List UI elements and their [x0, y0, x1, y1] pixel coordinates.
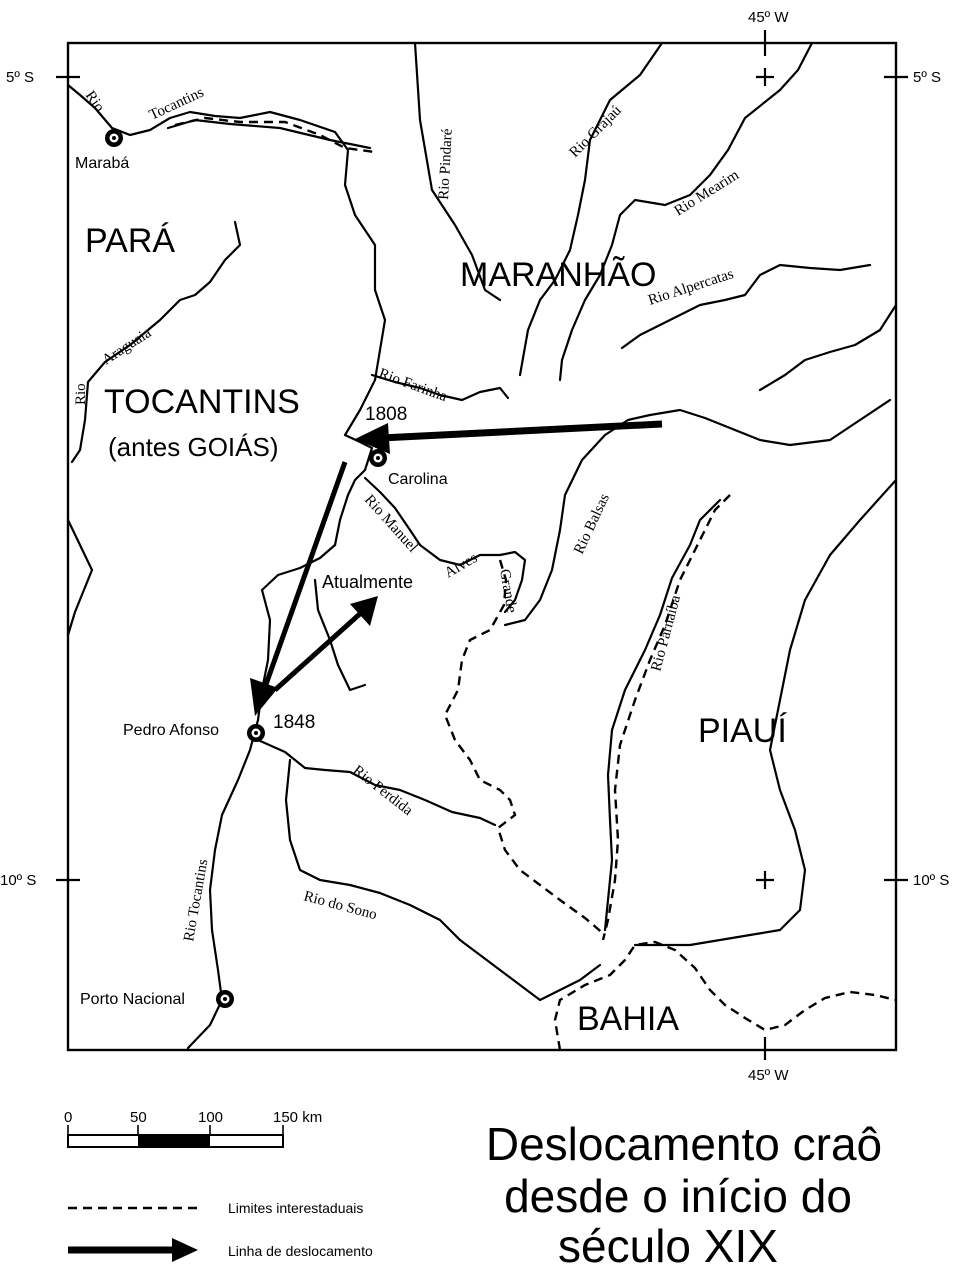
- scale-tick-100: 100: [198, 1109, 223, 1126]
- label-araguaia-rio: Rio: [73, 383, 89, 405]
- legend-arrow-head: [172, 1238, 198, 1262]
- title-line-1: Deslocamento craô: [486, 1118, 882, 1170]
- lat-10-right: 10º S: [913, 872, 949, 889]
- label-pindare: Rio Pindaré: [436, 128, 456, 200]
- river-balsas: [503, 398, 892, 627]
- scale-tick-150: 150 km: [273, 1109, 322, 1126]
- pedro-afonso-marker: [247, 724, 265, 742]
- label-alpercatas: Rio Alpercatas: [646, 266, 735, 309]
- arrow-1808-head: [355, 423, 390, 454]
- movement-arrows: [250, 420, 663, 716]
- river-manuel-alves: [363, 476, 527, 614]
- river-araguaia: [70, 220, 242, 464]
- year-1808: 1808: [365, 404, 407, 425]
- arrow-1808: [379, 420, 663, 442]
- graticule: [56, 30, 908, 1060]
- river-sono: [284, 758, 602, 1002]
- label-perdida: Rio Perdida: [350, 763, 416, 820]
- river-grajau: [518, 41, 664, 377]
- town-carolina: Carolina: [388, 471, 448, 488]
- town-pedro-afonso: Pedro Afonso: [123, 722, 219, 739]
- lon-45-bottom: 45º W: [748, 1067, 789, 1084]
- state-bahia: BAHIA: [577, 1000, 679, 1038]
- label-mearim: Rio Mearim: [672, 167, 743, 219]
- scale-tick-50: 50: [130, 1109, 147, 1126]
- town-maraba: Marabá: [75, 155, 129, 172]
- river-farinha: [370, 373, 510, 402]
- map-frame: [66, 41, 898, 1052]
- river-perdida: [256, 738, 497, 827]
- label-alves: Alves: [442, 550, 480, 581]
- label-tocantins-lower: Rio Tocantins: [181, 858, 211, 943]
- label-rio-top-left: Rio: [82, 88, 108, 115]
- river-piaui-east: [633, 478, 898, 947]
- arrow-1848: [261, 461, 348, 691]
- arrow-atualmente-head: [350, 596, 378, 626]
- label-parnaiba: Rio Parnaíba: [648, 593, 684, 673]
- title-line-3: século XIX: [558, 1220, 778, 1268]
- river-tocantins-middle: [186, 543, 337, 1050]
- label-araguaia: Araguaia: [99, 325, 154, 369]
- river-alpercatas: [620, 263, 872, 350]
- state-tocantins: TOCANTINS: [104, 383, 300, 421]
- river-parnaiba: [603, 498, 722, 932]
- porto-nacional-marker: [216, 990, 234, 1008]
- river-maranhao-east: [758, 303, 898, 392]
- lat-5-left: 5º S: [6, 69, 34, 86]
- border-para-maranhao: [174, 116, 376, 154]
- state-para: PARÁ: [85, 222, 175, 260]
- legend-borders-label: Limites interestaduais: [228, 1200, 363, 1216]
- towns-markers: [105, 129, 387, 1008]
- river-araguaia-south: [66, 518, 94, 637]
- state-borders: [174, 116, 897, 1051]
- label-atualmente: Atualmente: [322, 572, 413, 592]
- label-grajau: Rio Grajaú: [567, 102, 626, 161]
- legend-movement-label: Linha de deslocamento: [228, 1243, 373, 1259]
- border-maranhao-piaui: [601, 494, 731, 941]
- river-mearim: [558, 41, 814, 382]
- arrow-atualmente: [273, 610, 364, 692]
- label-sono: Rio do Sono: [302, 888, 379, 923]
- river-tocantins-upper: [66, 83, 387, 547]
- scale-tick-0: 0: [64, 1109, 72, 1126]
- maraba-marker: [105, 129, 123, 147]
- label-farinha: Rio Farinha: [377, 366, 450, 406]
- river-pindare: [413, 41, 502, 302]
- label-manuel: Rio Manuel: [361, 492, 421, 556]
- arrow-1848-head: [250, 678, 278, 716]
- lat-5-right: 5º S: [913, 69, 941, 86]
- title-line-2: desde o início do: [504, 1170, 852, 1222]
- label-balsas: Rio Balsas: [571, 491, 613, 556]
- border-bahia: [553, 940, 897, 1051]
- label-grande: Grande: [496, 568, 519, 615]
- state-tocantins-sub: (antes GOIÁS): [108, 432, 279, 462]
- lat-10-left: 10º S: [0, 872, 36, 889]
- river-tocantins-upper-bank: [166, 118, 372, 150]
- lon-45-top: 45º W: [748, 9, 789, 26]
- border-tocantins-maranhao: [443, 559, 606, 936]
- legend: [68, 1206, 198, 1262]
- state-maranhao: MARANHÃO: [460, 256, 656, 294]
- carolina-marker: [369, 449, 387, 467]
- label-tocantins-top: Tocantins: [147, 85, 207, 124]
- state-piaui: PIAUÍ: [698, 712, 787, 750]
- year-1848: 1848: [273, 712, 315, 733]
- scale-bar: [67, 1125, 284, 1148]
- river-tributary-small: [313, 578, 367, 692]
- town-porto-nacional: Porto Nacional: [80, 991, 185, 1008]
